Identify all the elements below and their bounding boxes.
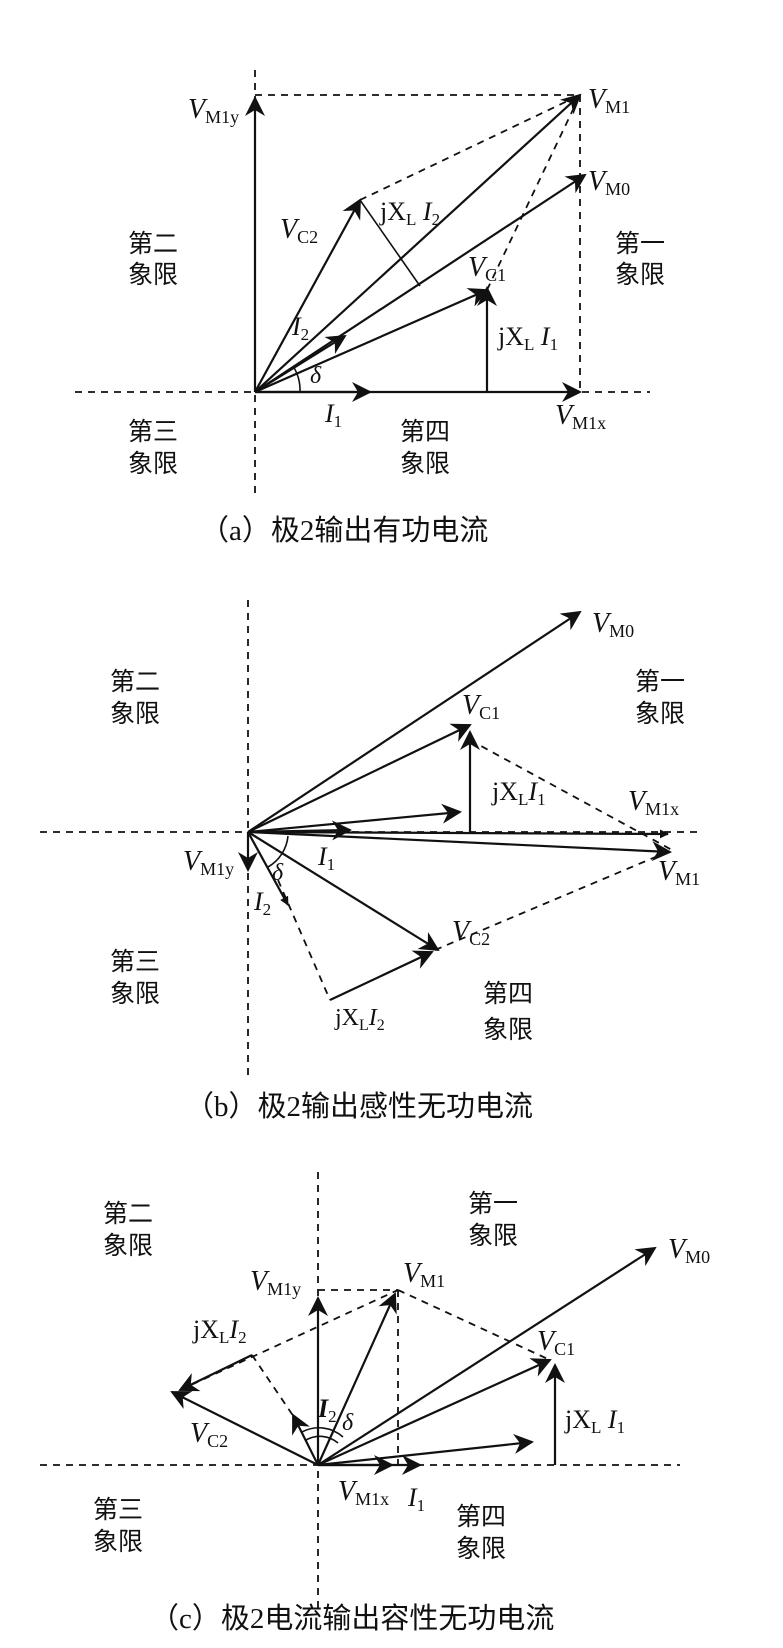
panel-a-parallelogram-right	[486, 94, 581, 291]
panel-a-parallelogram-top	[359, 94, 581, 201]
panel-b-i1-label: I1	[317, 842, 335, 874]
panel-b-i2-arrow	[247, 831, 289, 906]
panel-a-vm0-arrow	[254, 173, 587, 393]
panel-c-jxli2-label: jXLI2	[192, 1315, 247, 1347]
panel-c-parallelogram-right	[397, 1289, 551, 1361]
panel-b-vc2-arrow	[247, 831, 440, 952]
panel-b-delta-label: δ	[272, 860, 284, 886]
panel-a-q3-line2: 象限	[128, 450, 178, 478]
panel-a-q2-line1: 第二	[128, 230, 178, 258]
panel-c-i1-label: I1	[407, 1483, 425, 1515]
panel-a-vc1-label: VC1	[468, 252, 506, 285]
panel-a-vm0-label: VM0	[588, 166, 630, 199]
panel-c: VM1y VM1 VM0 VC1 jXL I1 jXLI2 I2 δ VC2 V…	[40, 1172, 710, 1635]
panel-c-vm1-arrow	[316, 1292, 397, 1466]
panel-b-vc1-arrow	[247, 723, 472, 833]
panel-b-q1-line1: 第一	[635, 668, 685, 696]
panel-a-vc2-arrow	[254, 198, 361, 393]
panel-c-inner-arrow	[317, 1433, 534, 1467]
panel-b-vm1y-label: VM1y	[183, 846, 234, 879]
panel-b-q2-line2: 象限	[110, 700, 160, 728]
panel-a-q1-line2: 象限	[615, 261, 665, 289]
panel-a-vc2-label: VC2	[280, 214, 318, 247]
panel-a-vm1y-label: VM1y	[188, 94, 239, 127]
panel-b-vm0-arrow	[247, 610, 582, 833]
panel-b-delta-arc	[267, 835, 289, 868]
panel-b-vc2-label: VC2	[452, 916, 490, 949]
panel-a-i2-arrow	[254, 334, 347, 393]
panel-a-vc1-arrow	[254, 288, 489, 394]
panel-c-delta-arc-outer	[301, 1427, 344, 1438]
panel-a: VM1y VM1 VM0 VC2 jXL I2 VC1 jXL I1 I2 δ …	[75, 70, 665, 547]
panel-a-delta-arc	[292, 365, 301, 393]
panel-a-vm1-arrow	[254, 93, 582, 393]
panel-c-vm1-label: VM1	[403, 1258, 445, 1291]
panel-a-jxli1-label: jXL I1	[497, 322, 558, 354]
panel-c-vc1-label: VC1	[537, 1326, 575, 1359]
panel-b-jxli1-label: jXLI1	[491, 777, 546, 809]
panel-b: VM0 VC1 jXLI1 VM1x VM1 I1 VM1y δ I2 VC2 …	[40, 600, 700, 1123]
panel-b-caption: （b）极2输出感性无功电流	[185, 1090, 533, 1123]
panel-a-i1-label: I1	[324, 399, 342, 431]
panel-a-vm1x-label: VM1x	[555, 400, 606, 433]
panel-b-parallelogram-bottom	[434, 849, 673, 951]
panel-c-i2-extension	[251, 1354, 297, 1421]
panel-a-q3-line1: 第三	[128, 418, 178, 446]
panel-c-vc2-arrow	[170, 1391, 319, 1466]
panel-c-delta-label: δ	[342, 1410, 354, 1436]
panel-b-inner-arrow	[247, 803, 462, 834]
panel-c-q3-line1: 第三	[93, 1496, 143, 1524]
panel-a-q1-line1: 第一	[615, 230, 665, 258]
panel-b-q2-line1: 第二	[110, 668, 160, 696]
panel-c-vc2-label: VC2	[190, 1418, 228, 1451]
panel-a-delta-label: δ	[310, 363, 322, 389]
panel-b-i2-label: I2	[253, 887, 271, 919]
panel-c-i2-arrow	[292, 1413, 319, 1466]
panel-b-vm1-arrow	[247, 830, 672, 862]
panel-c-jxli1-label: jXL I1	[564, 1405, 625, 1437]
panel-c-jxli2-arrow	[178, 1354, 253, 1392]
panel-c-q4-line2: 象限	[456, 1535, 506, 1563]
panel-b-q4-line1: 第四	[483, 980, 533, 1008]
panel-c-q2-line1: 第二	[103, 1200, 153, 1228]
panel-b-q3-line2: 象限	[110, 980, 160, 1008]
panel-c-q1-line2: 象限	[468, 1222, 518, 1250]
panel-b-jxli2-label: jXLI2	[334, 1005, 385, 1034]
panel-c-vm0-arrow	[317, 1246, 657, 1466]
panel-b-vm0-label: VM0	[592, 608, 634, 641]
panel-b-jxli2-arrow	[329, 950, 434, 1001]
panel-b-vm1-label: VM1	[658, 856, 700, 889]
panel-c-vm0-label: VM0	[668, 1234, 710, 1267]
panel-a-i2-label: I2	[291, 312, 309, 344]
panel-a-q2-line2: 象限	[128, 261, 178, 289]
panel-b-vm1x-arrow	[247, 829, 669, 839]
panel-a-q4-line2: 象限	[400, 450, 450, 478]
panel-c-vm1y-label: VM1y	[250, 1266, 301, 1299]
panel-c-vm1x-label: VM1x	[338, 1476, 389, 1509]
panel-b-vm1x-label: VM1x	[628, 786, 679, 819]
panel-c-q2-line2: 象限	[103, 1232, 153, 1260]
panel-c-vc1-arrow	[317, 1358, 552, 1467]
panel-c-i2-label: I2	[317, 1394, 337, 1426]
panel-a-jxli2-label: jXL I2	[379, 197, 440, 229]
panel-c-q4-line1: 第四	[456, 1503, 506, 1531]
panel-a-caption: （a）极2输出有功电流	[200, 514, 488, 547]
panel-c-delta-arc-inner	[305, 1435, 339, 1444]
panel-b-q1-line2: 象限	[635, 700, 685, 728]
panel-c-q1-line1: 第一	[468, 1190, 518, 1218]
panel-b-vc1-label: VC1	[462, 690, 500, 723]
panel-b-q4-line2: 象限	[483, 1016, 533, 1044]
panel-a-jxli2-line	[359, 199, 421, 287]
panel-c-q3-line2: 象限	[93, 1528, 143, 1556]
panel-b-q3-line1: 第三	[110, 948, 160, 976]
panel-b-i2-extension	[277, 879, 331, 1001]
panel-a-q4-line1: 第四	[400, 418, 450, 446]
panel-c-caption: （c）极2电流输出容性无功电流	[150, 1602, 554, 1635]
panel-a-vm1-label: VM1	[588, 84, 630, 117]
